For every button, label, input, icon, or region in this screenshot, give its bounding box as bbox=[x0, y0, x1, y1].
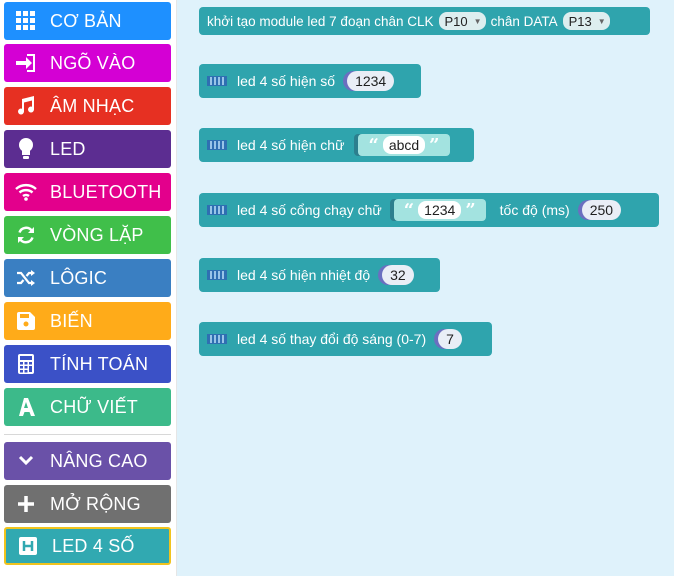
h-box-icon bbox=[16, 534, 40, 558]
block-text: tốc độ (ms) bbox=[499, 202, 570, 218]
show-temperature-block[interactable]: led 4 số hiện nhiệt độ 32 bbox=[199, 258, 440, 292]
music-icon bbox=[14, 94, 38, 118]
category-label: CHỮ VIẾT bbox=[50, 396, 138, 417]
scroll-text-block[interactable]: led 4 số cổng chạy chữ “ 1234 ” tốc độ (… bbox=[199, 193, 659, 227]
block-text: led 4 số thay đổi độ sáng (0-7) bbox=[237, 331, 427, 347]
category-led[interactable]: LED bbox=[4, 130, 171, 168]
category-chu-viet[interactable]: CHỮ VIẾT bbox=[4, 388, 171, 426]
string-value[interactable]: abcd bbox=[382, 136, 426, 154]
brightness-input[interactable]: 7 bbox=[438, 329, 462, 349]
led-display-icon bbox=[207, 270, 227, 280]
block-workspace: khởi tạo module led 7 đoạn chân CLK P10 ▼… bbox=[177, 0, 674, 576]
plus-icon bbox=[14, 492, 38, 516]
category-ngo-vao[interactable]: NGÕ VÀO bbox=[4, 44, 171, 82]
open-quote-icon: “ bbox=[368, 134, 379, 156]
category-label: LÔGIC bbox=[50, 267, 108, 288]
floppy-icon bbox=[14, 309, 38, 333]
caret-down-icon: ▼ bbox=[473, 16, 482, 26]
shuffle-icon bbox=[14, 266, 38, 290]
block-text: led 4 số hiện chữ bbox=[237, 137, 345, 153]
category-label: BIẾN bbox=[50, 310, 93, 331]
category-tinh-toan[interactable]: TÍNH TOÁN bbox=[4, 345, 171, 383]
init-led-block[interactable]: khởi tạo module led 7 đoạn chân CLK P10 ▼… bbox=[199, 7, 650, 35]
category-am-nhac[interactable]: ÂM NHẠC bbox=[4, 87, 171, 125]
led-display-icon bbox=[207, 140, 227, 150]
close-quote-icon: ” bbox=[429, 134, 440, 156]
category-label: NGÕ VÀO bbox=[50, 52, 136, 73]
open-quote-icon: “ bbox=[403, 199, 415, 221]
refresh-icon bbox=[14, 223, 38, 247]
category-label: CƠ BẢN bbox=[50, 10, 122, 31]
block-text: led 4 số hiện số bbox=[237, 73, 336, 89]
lightbulb-icon bbox=[14, 137, 38, 161]
category-label: VÒNG LẶP bbox=[50, 224, 144, 245]
block-text: khởi tạo module led 7 đoạn chân CLK bbox=[207, 13, 434, 29]
category-nang-cao[interactable]: NÂNG CAO bbox=[4, 442, 171, 480]
block-text: led 4 số hiện nhiệt độ bbox=[237, 267, 371, 283]
calculator-icon bbox=[14, 352, 38, 376]
close-quote-icon: ” bbox=[465, 199, 476, 221]
separator bbox=[4, 434, 171, 435]
brightness-block[interactable]: led 4 số thay đổi độ sáng (0-7) 7 bbox=[199, 322, 492, 356]
caret-down-icon: ▼ bbox=[597, 16, 606, 26]
category-label: TÍNH TOÁN bbox=[50, 353, 149, 374]
category-bien[interactable]: BIẾN bbox=[4, 302, 171, 340]
string-input[interactable]: “ 1234 ” bbox=[393, 199, 486, 221]
dropdown-value: P10 bbox=[444, 13, 468, 29]
category-label: NÂNG CAO bbox=[50, 450, 148, 471]
number-input[interactable]: 1234 bbox=[347, 71, 395, 91]
category-vong-lap[interactable]: VÒNG LẶP bbox=[4, 216, 171, 254]
speed-input[interactable]: 250 bbox=[581, 200, 622, 220]
data-pin-dropdown[interactable]: P13 ▼ bbox=[562, 12, 610, 30]
toolbox-sidebar: CƠ BẢN NGÕ VÀO ÂM NHẠC LED BLUETOOTH VÒN… bbox=[0, 0, 177, 576]
grid-icon bbox=[14, 9, 38, 33]
category-bluetooth[interactable]: BLUETOOTH bbox=[4, 173, 171, 211]
show-number-block[interactable]: led 4 số hiện số 1234 bbox=[199, 64, 421, 98]
show-text-block[interactable]: led 4 số hiện chữ “ abcd ” bbox=[199, 128, 474, 162]
led-display-icon bbox=[207, 334, 227, 344]
text-a-icon bbox=[14, 395, 38, 419]
category-logic[interactable]: LÔGIC bbox=[4, 259, 171, 297]
chevron-down-icon bbox=[14, 449, 38, 473]
string-value[interactable]: 1234 bbox=[418, 201, 462, 219]
temperature-input[interactable]: 32 bbox=[382, 265, 414, 285]
category-label: LED 4 SỐ bbox=[52, 535, 135, 556]
category-label: BLUETOOTH bbox=[50, 181, 162, 202]
wifi-icon bbox=[14, 180, 38, 204]
led-display-icon bbox=[207, 205, 227, 215]
block-text: chân DATA bbox=[490, 13, 558, 29]
dropdown-value: P13 bbox=[568, 13, 592, 29]
category-co-ban[interactable]: CƠ BẢN bbox=[4, 2, 171, 40]
category-label: MỞ RỘNG bbox=[50, 493, 141, 514]
category-label: LED bbox=[50, 138, 86, 159]
category-led-4-so[interactable]: LED 4 SỐ bbox=[4, 527, 171, 565]
block-text: led 4 số cổng chạy chữ bbox=[237, 202, 382, 218]
clk-pin-dropdown[interactable]: P10 ▼ bbox=[438, 12, 486, 30]
category-label: ÂM NHẠC bbox=[50, 95, 135, 116]
led-display-icon bbox=[207, 76, 227, 86]
string-input[interactable]: “ abcd ” bbox=[358, 134, 450, 156]
category-mo-rong[interactable]: MỞ RỘNG bbox=[4, 485, 171, 523]
sign-in-icon bbox=[14, 51, 38, 75]
